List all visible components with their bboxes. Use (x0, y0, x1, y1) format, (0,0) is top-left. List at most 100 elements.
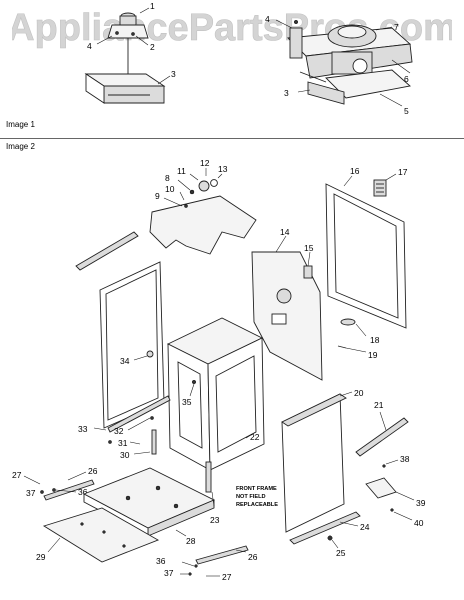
image-2-exploded-view: 12 11 13 8 10 9 16 17 (12, 158, 426, 582)
trim-21 (355, 417, 409, 457)
knob (210, 179, 218, 187)
bracket-30 (151, 429, 157, 455)
callout-40: 40 (414, 518, 424, 528)
callout-4: 4 (87, 41, 92, 51)
plate-hole (122, 544, 126, 548)
rod (299, 71, 327, 83)
callout-35: 35 (182, 397, 192, 407)
top-panel (149, 195, 257, 255)
screw-37 (188, 572, 192, 576)
section-divider (0, 138, 464, 139)
base-rail (307, 81, 345, 105)
leader-line (23, 475, 41, 485)
callout-36: 36 (156, 556, 166, 566)
leader-line (175, 529, 187, 537)
callout-27: 27 (222, 572, 232, 582)
callout-5: 5 (404, 106, 409, 116)
cabinet-right-face (207, 337, 265, 471)
plate-hole (102, 530, 106, 534)
screw-19 (337, 345, 347, 349)
callout-31: 31 (118, 438, 128, 448)
callout-20: 20 (354, 388, 364, 398)
base-hole (125, 495, 131, 501)
leader-line (211, 491, 215, 507)
callout-13: 13 (218, 164, 228, 174)
front-panel-top-edge (281, 393, 347, 427)
leader-line (385, 173, 397, 181)
leader-line (345, 347, 367, 353)
top-panel-assembly: 12 11 13 8 10 9 (149, 158, 257, 255)
rail-33 (107, 395, 171, 433)
callout-12: 12 (200, 158, 210, 168)
image-1-exploded-view: 1 4 2 3 4 7 6 3 5 (84, 1, 413, 116)
leader-line (275, 235, 287, 253)
valve-housing (107, 24, 149, 39)
callout-24: 24 (360, 522, 370, 532)
section-label-image-2: Image 2 (6, 142, 35, 151)
leader-line (245, 431, 257, 439)
screw (131, 32, 135, 36)
rear-frame (251, 251, 323, 381)
front-frame-note-line-2: NOT FIELD (236, 494, 266, 500)
left-side-panel-inner (105, 269, 159, 421)
callout-4: 4 (265, 14, 270, 24)
screw-38 (382, 464, 386, 468)
front-panel-outline (281, 393, 345, 533)
leader-line (385, 459, 399, 465)
section-label-image-1: Image 1 (6, 120, 35, 129)
back-panel-assembly: 16 17 (325, 166, 408, 329)
callout-16: 16 (350, 166, 360, 176)
callout-27: 27 (12, 470, 22, 480)
screw-34 (146, 350, 154, 358)
screw (115, 31, 119, 35)
rail-26 (43, 479, 95, 501)
callout-19: 19 (368, 350, 378, 360)
leader-line (379, 93, 403, 107)
front-frame-note-line-3: REPLACEABLE (236, 502, 278, 508)
front-frame-note-line-1: FRONT FRAME (236, 486, 277, 492)
callout-26: 26 (248, 552, 258, 562)
callout-33: 33 (78, 424, 88, 434)
cabinet-left-face (167, 343, 211, 471)
grommet (340, 318, 356, 326)
leader-line (133, 451, 151, 455)
nut-36 (52, 488, 56, 492)
image-1-left-assembly: 1 4 2 3 (84, 1, 176, 104)
leader-line (235, 549, 247, 553)
leader-line (179, 191, 185, 201)
back-panel-inner (333, 193, 399, 319)
callout-36: 36 (78, 487, 88, 497)
leader-line (189, 383, 195, 397)
callout-21: 21 (374, 400, 384, 410)
leader-line (127, 417, 151, 431)
valve-body (119, 15, 137, 26)
leader-line (391, 59, 411, 74)
cabinet-frame: 35 22 (166, 317, 265, 471)
callout-34: 34 (120, 356, 130, 366)
base-hole (155, 485, 161, 491)
leader-line (157, 75, 171, 85)
front-panel: 20 (281, 388, 364, 533)
watermark: AppliancePartsPros.com (12, 7, 452, 50)
callout-37: 37 (164, 568, 174, 578)
screw-35 (191, 379, 197, 385)
screw-31 (108, 440, 112, 444)
callout-18: 18 (370, 335, 380, 345)
bottom-plate (42, 507, 160, 563)
callout-3: 3 (171, 69, 176, 79)
callout-28: 28 (186, 536, 196, 546)
callout-11: 11 (177, 166, 186, 176)
leader-line (339, 391, 353, 397)
callout-15: 15 (304, 243, 314, 253)
leader-line (331, 539, 339, 549)
leader-line (47, 537, 61, 553)
callout-38: 38 (400, 454, 410, 464)
rail-26-lower (195, 545, 249, 565)
callout-14: 14 (280, 227, 290, 237)
rear-frame-assembly: 14 15 (251, 227, 323, 381)
callout-23: 23 (210, 515, 220, 525)
thermostat-dial (198, 180, 210, 192)
leader-line (96, 35, 113, 45)
callout-37: 37 (26, 488, 36, 498)
mounting-plate-side (85, 73, 105, 104)
